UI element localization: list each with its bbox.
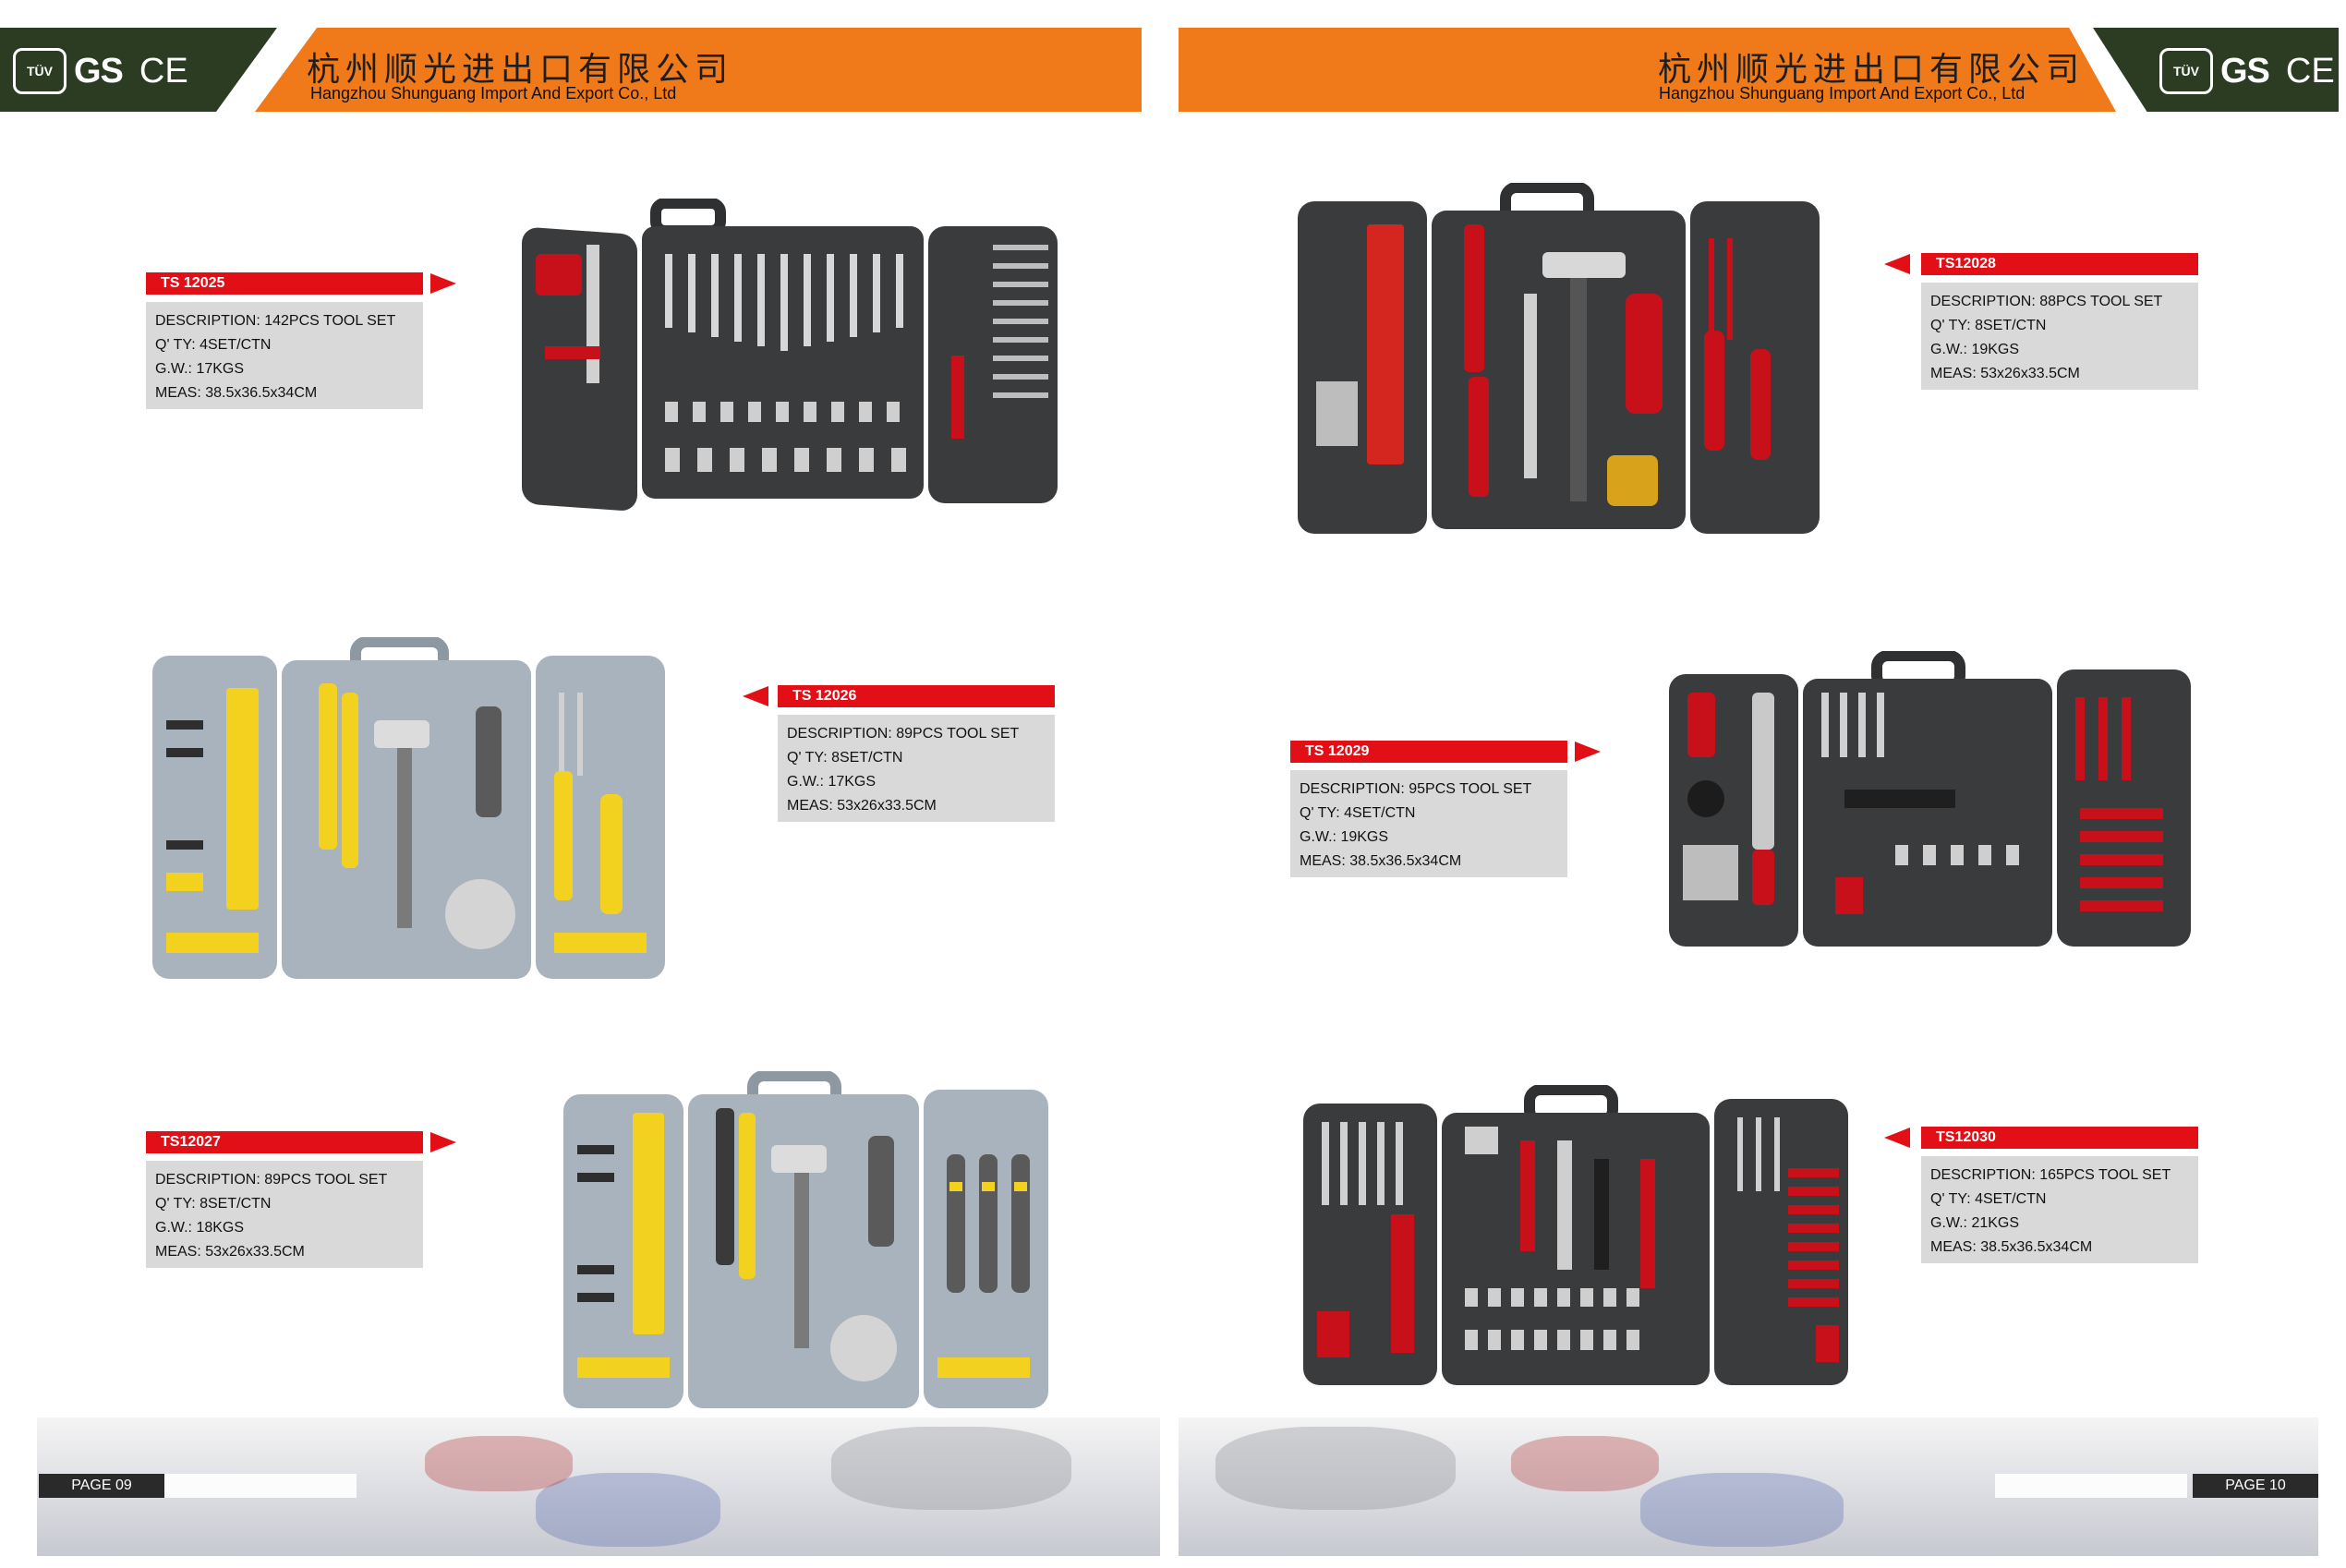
pointer-arrow-icon xyxy=(1884,1128,1910,1148)
product-code: TS12027 xyxy=(146,1131,423,1153)
product-details: DESCRIPTION: 142PCS TOOL SET Q' TY: 4SET… xyxy=(146,302,423,409)
company-name-en: Hangzhou Shunguang Import And Export Co.… xyxy=(1659,84,2026,103)
certification-logos: TÜV GS CE xyxy=(2159,48,2335,94)
product-description: DESCRIPTION: 89PCS TOOL SET xyxy=(155,1172,388,1188)
product-gross-weight: G.W.: 17KGS xyxy=(787,774,877,790)
catalog-page-10: 杭州顺光进出口有限公司 Hangzhou Shunguang Import An… xyxy=(1179,0,2339,1568)
product-quantity: Q' TY: 4SET/CTN xyxy=(1930,1191,2047,1207)
product-measurement: MEAS: 53x26x33.5CM xyxy=(1930,366,2080,381)
product-measurement: MEAS: 38.5x36.5x34CM xyxy=(1300,853,1462,869)
page-number: PAGE 10 xyxy=(2193,1474,2318,1498)
toolkit-image-ts12026 xyxy=(148,637,670,997)
company-name-cn: 杭州顺光进出口有限公司 xyxy=(1658,51,2086,89)
product-label-ts12030: TS12030 DESCRIPTION: 165PCS TOOL SET Q' … xyxy=(1921,1127,2198,1263)
gs-logo: GS xyxy=(74,51,124,90)
product-label-ts12028: TS12028 DESCRIPTION: 88PCS TOOL SET Q' T… xyxy=(1921,253,2198,390)
product-details: DESCRIPTION: 89PCS TOOL SET Q' TY: 8SET/… xyxy=(778,715,1055,822)
product-code: TS12030 xyxy=(1921,1127,2198,1149)
product-details: DESCRIPTION: 88PCS TOOL SET Q' TY: 8SET/… xyxy=(1921,283,2198,390)
ce-logo: CE xyxy=(139,51,188,90)
product-description: DESCRIPTION: 142PCS TOOL SET xyxy=(155,313,396,329)
product-quantity: Q' TY: 4SET/CTN xyxy=(1300,805,1416,821)
product-code: TS12028 xyxy=(1921,253,2198,275)
product-quantity: Q' TY: 4SET/CTN xyxy=(155,337,272,353)
pointer-arrow-icon xyxy=(1575,742,1601,762)
product-description: DESCRIPTION: 165PCS TOOL SET xyxy=(1930,1167,2171,1183)
pointer-arrow-icon xyxy=(430,273,456,294)
product-label-ts12025: TS 12025 DESCRIPTION: 142PCS TOOL SET Q'… xyxy=(146,272,423,409)
toolkit-image-ts12029 xyxy=(1664,651,2195,960)
toolkit-image-ts12030 xyxy=(1299,1085,1853,1399)
product-measurement: MEAS: 53x26x33.5CM xyxy=(787,798,937,814)
product-gross-weight: G.W.: 21KGS xyxy=(1930,1215,2020,1231)
toolkit-image-ts12028 xyxy=(1293,183,1824,548)
page-number-strip xyxy=(1995,1474,2187,1498)
product-quantity: Q' TY: 8SET/CTN xyxy=(1930,318,2047,333)
product-description: DESCRIPTION: 89PCS TOOL SET xyxy=(787,726,1020,742)
tuv-logo: TÜV xyxy=(13,48,67,94)
product-description: DESCRIPTION: 88PCS TOOL SET xyxy=(1930,294,2163,309)
header-orange-bar xyxy=(255,28,1142,112)
pointer-arrow-icon xyxy=(743,686,768,706)
product-code: TS 12029 xyxy=(1290,741,1567,763)
product-gross-weight: G.W.: 17KGS xyxy=(155,361,245,377)
product-label-ts12027: TS12027 DESCRIPTION: 89PCS TOOL SET Q' T… xyxy=(146,1131,423,1268)
product-details: DESCRIPTION: 89PCS TOOL SET Q' TY: 8SET/… xyxy=(146,1161,423,1268)
product-gross-weight: G.W.: 19KGS xyxy=(1300,829,1389,845)
ce-logo: CE xyxy=(2285,51,2335,90)
company-name-cn: 杭州顺光进出口有限公司 xyxy=(307,51,734,89)
gs-logo: GS xyxy=(2220,51,2270,90)
product-description: DESCRIPTION: 95PCS TOOL SET xyxy=(1300,781,1532,797)
product-measurement: MEAS: 38.5x36.5x34CM xyxy=(155,385,318,401)
product-gross-weight: G.W.: 19KGS xyxy=(1930,342,2020,357)
tuv-logo: TÜV xyxy=(2159,48,2213,94)
product-quantity: Q' TY: 8SET/CTN xyxy=(155,1196,272,1212)
toolkit-image-ts12025 xyxy=(517,199,1062,522)
toolkit-image-ts12027 xyxy=(559,1071,1053,1417)
product-measurement: MEAS: 53x26x33.5CM xyxy=(155,1244,305,1260)
product-code: TS 12025 xyxy=(146,272,423,295)
product-label-ts12029: TS 12029 DESCRIPTION: 95PCS TOOL SET Q' … xyxy=(1290,741,1567,877)
header-orange-bar xyxy=(1179,28,2116,112)
certification-logos: TÜV GS CE xyxy=(13,48,188,94)
product-details: DESCRIPTION: 165PCS TOOL SET Q' TY: 4SET… xyxy=(1921,1156,2198,1263)
pointer-arrow-icon xyxy=(430,1132,456,1152)
product-gross-weight: G.W.: 18KGS xyxy=(155,1220,245,1236)
product-quantity: Q' TY: 8SET/CTN xyxy=(787,750,903,766)
company-name-en: Hangzhou Shunguang Import And Export Co.… xyxy=(310,84,677,103)
catalog-page-09: TÜV GS CE 杭州顺光进出口有限公司 Hangzhou Shunguang… xyxy=(0,0,1160,1568)
product-code: TS 12026 xyxy=(778,685,1055,707)
pointer-arrow-icon xyxy=(1884,254,1910,274)
product-label-ts12026: TS 12026 DESCRIPTION: 89PCS TOOL SET Q' … xyxy=(778,685,1055,822)
page-number-strip xyxy=(164,1474,357,1498)
product-details: DESCRIPTION: 95PCS TOOL SET Q' TY: 4SET/… xyxy=(1290,770,1567,877)
page-number: PAGE 09 xyxy=(39,1474,164,1498)
product-measurement: MEAS: 38.5x36.5x34CM xyxy=(1930,1239,2093,1255)
